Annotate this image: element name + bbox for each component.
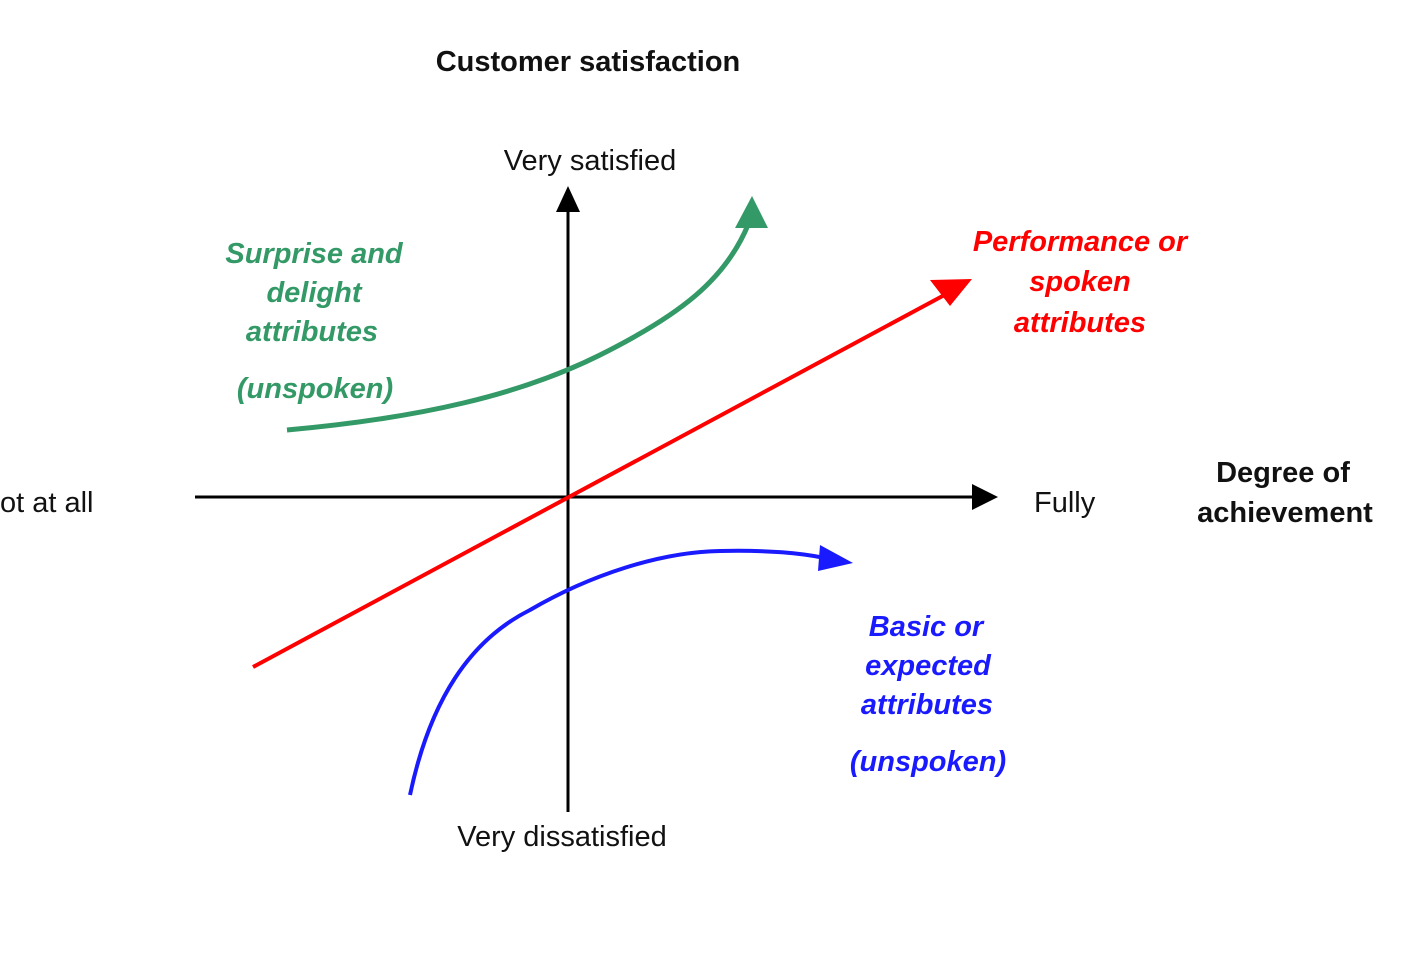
delight-label: Surprise and delight attributes (unspoke… <box>225 238 404 405</box>
basic-label-line: attributes <box>861 689 993 721</box>
performance-line <box>252 290 951 669</box>
basic-label-line: Basic or <box>869 611 985 643</box>
delight-curve <box>286 224 751 433</box>
performance-label-line: Performance or <box>973 226 1189 258</box>
basic-label-line: (unspoken) <box>850 746 1006 778</box>
x-axis-name-line2: achievement <box>1197 497 1373 529</box>
delight-label-line: Surprise and <box>225 238 404 270</box>
basic-arrowhead <box>818 545 853 571</box>
x-axis-left-label: ot at all <box>0 487 94 519</box>
delight-label-line: attributes <box>246 316 378 348</box>
delight-label-line: delight <box>266 277 362 309</box>
basic-label: Basic or expected attributes (unspoken) <box>850 611 1006 778</box>
x-axis-arrowhead <box>972 484 998 510</box>
performance-label: Performance or spoken attributes <box>973 226 1189 339</box>
x-axis-right-label: Fully <box>1034 487 1096 519</box>
y-axis-top-label: Very satisfied <box>504 145 676 177</box>
y-axis-bottom-label: Very dissatisfied <box>457 821 667 853</box>
delight-arrowhead <box>735 196 768 228</box>
basic-curve <box>408 548 826 796</box>
performance-label-line: spoken <box>1029 266 1131 298</box>
basic-label-line: expected <box>865 650 992 682</box>
y-axis-arrowhead <box>556 186 580 212</box>
performance-label-line: attributes <box>1014 307 1146 339</box>
performance-arrowhead <box>930 279 972 306</box>
delight-label-line: (unspoken) <box>237 373 393 405</box>
diagram-title: Customer satisfaction <box>436 46 741 78</box>
x-axis-name-line1: Degree of <box>1216 457 1350 489</box>
